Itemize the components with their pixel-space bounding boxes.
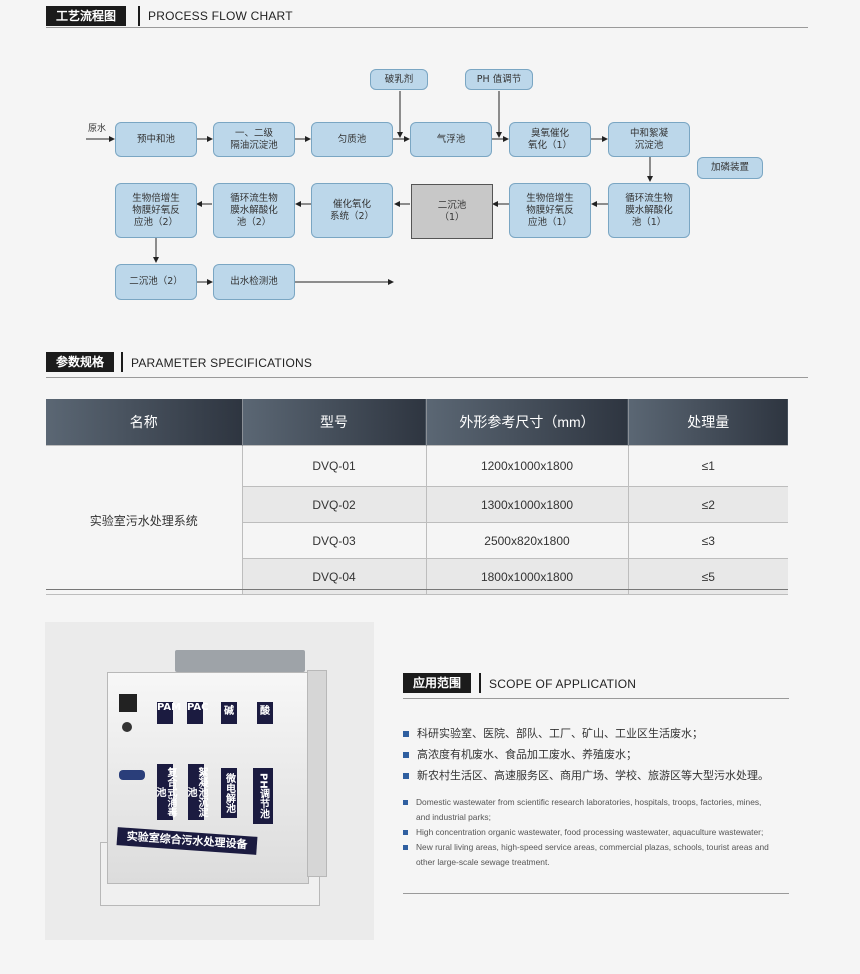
divider: [121, 352, 123, 372]
bullet-icon: [403, 773, 409, 779]
scope-tag: 应用范围: [403, 673, 472, 693]
table-header-row: 名称 型号 外形参考尺寸（mm） 处理量: [46, 399, 788, 446]
model-cell: DVQ-03: [241, 522, 427, 559]
bullet-icon: [403, 845, 408, 851]
table-row: DVQ-02 1300x1000x1800 ≤2: [46, 486, 788, 523]
table-bottom-rule: [46, 589, 788, 590]
node-aerobic-2: 生物倍增生 物膜好氧反 应池（2）: [115, 183, 197, 238]
power-button: [122, 722, 132, 732]
bullet-icon: [403, 752, 409, 758]
dosing-pumps: [175, 650, 305, 672]
section-rule: [46, 27, 808, 28]
section-rule: [46, 377, 808, 378]
header-capacity: 处理量: [628, 399, 788, 446]
capacity-cell: ≤5: [627, 558, 788, 595]
node-hydrolysis-1: 循环流生物 膜水解酸化 池（1）: [608, 183, 690, 238]
section-rule: [403, 698, 789, 699]
product-name-cell: 实验室污水处理系统: [46, 445, 243, 595]
label-acid: 酸: [257, 702, 273, 724]
node-ozone-oxidation-1: 臭氧催化 氧化（1）: [509, 122, 591, 157]
node-hydrolysis-2: 循环流生物 膜水解酸化 池（2）: [213, 183, 295, 238]
node-neutralization-sedimentation: 中和絮凝 沉淀池: [608, 122, 690, 157]
size-cell: 1800x1000x1800: [425, 558, 629, 595]
scope-title: SCOPE OF APPLICATION: [489, 677, 637, 691]
node-secondary-clarifier-2: 二沉池（2）: [115, 264, 197, 300]
params-tag: 参数规格: [46, 352, 115, 372]
label-pac: PAC: [187, 702, 209, 724]
bullet-icon: [403, 800, 408, 806]
spec-table: 名称 型号 外形参考尺寸（mm） 处理量 实验室污水处理系统 DVQ-01 12…: [46, 399, 788, 595]
product-photo: PAM PAC 碱 酸 复合式消毒池 絮凝池沉淀池 微电解池 PH调节池 实验室…: [45, 622, 374, 940]
size-cell: 1200x1000x1800: [425, 445, 629, 487]
label-disinfection: 复合式消毒池: [154, 764, 176, 820]
section-rule: [403, 893, 789, 894]
table-row: DVQ-04 1800x1000x1800 ≤5: [46, 558, 788, 595]
label-alkali: 碱: [221, 702, 237, 724]
divider: [138, 6, 140, 26]
capacity-cell: ≤2: [627, 486, 788, 523]
bullet-icon: [403, 731, 409, 737]
params-title: PARAMETER SPECIFICATIONS: [131, 356, 313, 370]
size-cell: 2500x820x1800: [425, 522, 629, 559]
node-effluent-check: 出水检测池: [213, 264, 295, 300]
model-cell: DVQ-01: [241, 445, 427, 487]
input-phosphorus: 加磷装置: [697, 157, 763, 179]
model-cell: DVQ-02: [241, 486, 427, 523]
label-pam: PAM: [157, 702, 181, 724]
divider: [479, 673, 481, 693]
brand-logo: [119, 770, 145, 780]
flow-arrows: [86, 91, 653, 285]
header-model: 型号: [242, 399, 427, 446]
input-demulsifier: 破乳剂: [370, 69, 428, 90]
node-equalization: 匀质池: [311, 122, 393, 157]
bullet-icon: [403, 830, 408, 836]
model-cell: DVQ-04: [241, 558, 427, 595]
table-row: DVQ-03 2500x820x1800 ≤3: [46, 522, 788, 559]
process-title: PROCESS FLOW CHART: [148, 9, 293, 23]
scope-item-en: Domestic wastewater from scientific rese…: [403, 795, 789, 870]
scope-item-cn: 新农村生活区、高速服务区、商用广场、学校、旅游区等大型污水处理。: [403, 767, 769, 783]
machine-side: [307, 670, 327, 877]
node-pre-neutralization: 预中和池: [115, 122, 197, 157]
scope-item-cn: 科研实验室、医院、部队、工厂、矿山、工业区生活废水；: [403, 725, 703, 741]
size-cell: 1300x1000x1800: [425, 486, 629, 523]
label-microelectrolysis: 微电解池: [221, 768, 237, 818]
node-aerobic-1: 生物倍增生 物膜好氧反 应池（1）: [509, 183, 591, 238]
scope-item-cn: 高浓度有机废水、食品加工废水、养殖废水；: [403, 746, 637, 762]
input-ph-adjust: PH 值调节: [465, 69, 533, 90]
raw-water-label: 原水: [88, 124, 107, 134]
label-flocculation: 絮凝池沉淀池: [185, 764, 207, 820]
label-ph-tank: PH调节池: [253, 768, 273, 824]
header-name: 名称: [46, 399, 243, 446]
header-size: 外形参考尺寸（mm）: [426, 399, 629, 446]
capacity-cell: ≤3: [627, 522, 788, 559]
capacity-cell: ≤1: [627, 445, 788, 487]
node-secondary-clarifier-1: 二沉池 （1）: [411, 184, 493, 239]
control-screen: [119, 694, 137, 712]
table-row: 实验室污水处理系统 DVQ-01 1200x1000x1800 ≤1: [46, 445, 788, 595]
node-oil-separation: 一、二级 隔油沉淀池: [213, 122, 295, 157]
node-air-flotation: 气浮池: [410, 122, 492, 157]
node-catalytic-oxidation-2: 催化氧化 系统（2）: [311, 183, 393, 238]
process-tag: 工艺流程图: [46, 6, 127, 26]
